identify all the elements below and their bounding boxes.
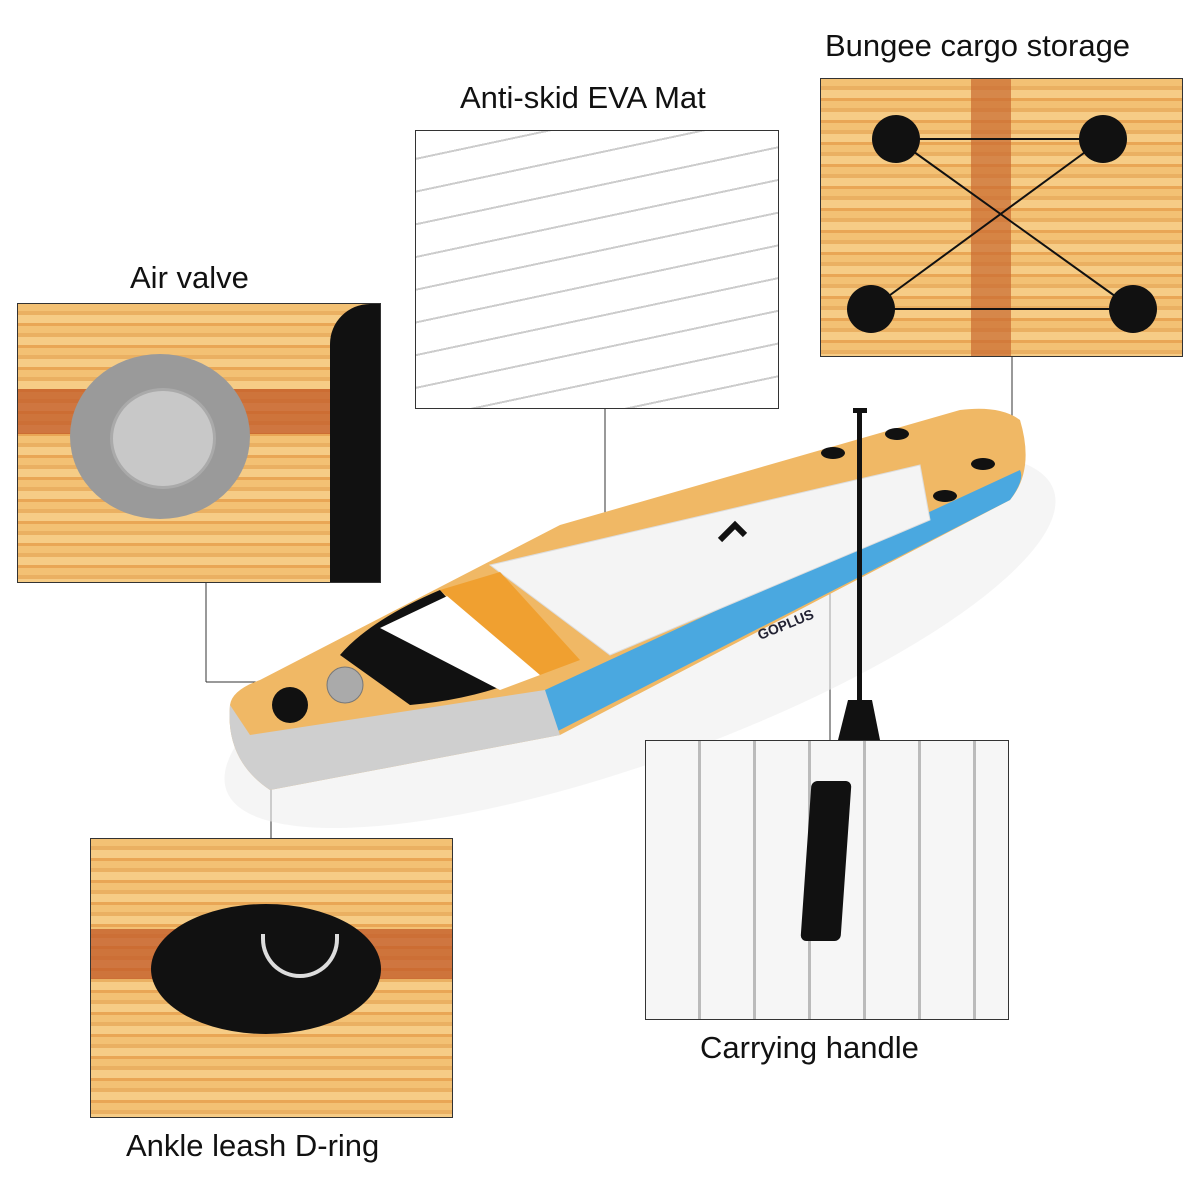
handle-title: Carrying handle [700,1030,919,1065]
bungee-cords-icon [847,115,1157,333]
mat-title: Anti-skid EVA Mat [460,80,706,115]
bungee-detail-image [820,78,1183,357]
dring-title: Ankle leash D-ring [126,1128,380,1163]
valve-title: Air valve [130,260,249,295]
board-rail-blue [545,470,1022,735]
air-valve [326,666,364,704]
paddle-blade [838,700,880,740]
mat-detail-image [415,130,779,409]
bungee-title: Bungee cargo storage [825,28,1131,63]
deck-stripes [340,572,580,705]
dring-detail-image [90,838,453,1118]
valve-detail-image [17,303,381,583]
handle-on-board [717,520,748,543]
paddle-shaft [857,410,862,710]
handle-detail-image [645,740,1009,1020]
bungee-pads [821,428,995,502]
handle-icon [800,781,852,941]
board-rail-grey [229,690,560,790]
d-ring-icon [151,904,381,1034]
d-ring-pad [272,687,308,723]
deck-mat [488,464,931,656]
